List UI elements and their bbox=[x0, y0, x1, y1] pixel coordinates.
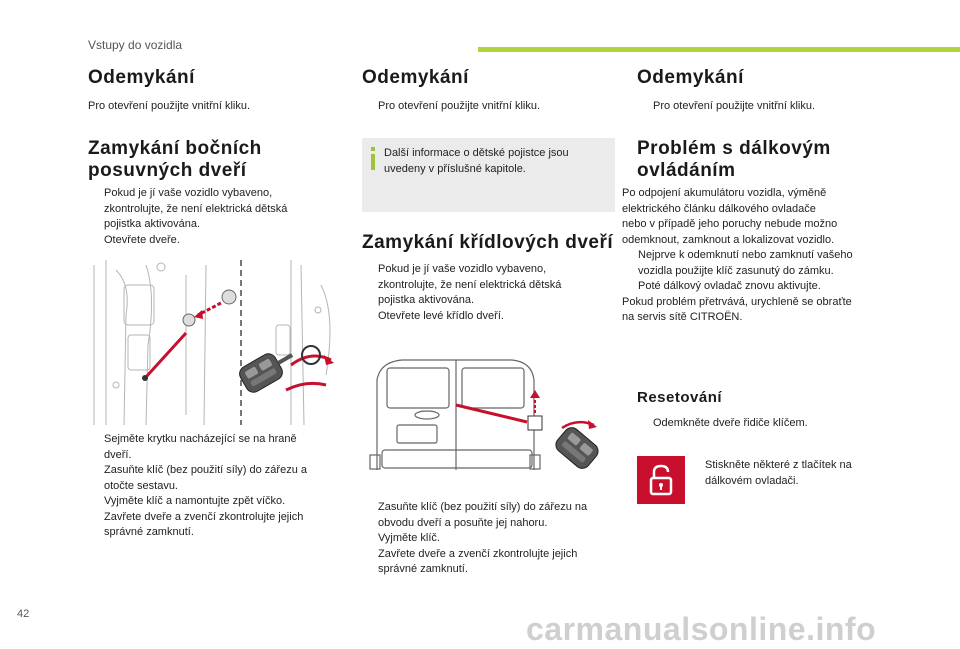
list-item: Otevřete levé křídlo dveří. bbox=[378, 309, 504, 322]
list-item: Pokud je jí vaše vozidlo vybaveno,zkontr… bbox=[378, 263, 562, 306]
unlock-icon bbox=[637, 456, 685, 504]
list-item: Pro otevření použijte vnitřní kliku. bbox=[378, 100, 541, 112]
info-box-child-lock: Další informace o dětské pojistce jsou u… bbox=[362, 138, 615, 212]
info-text-line: Další informace o dětské pojistce jsou bbox=[384, 147, 569, 159]
heading-unlocking-1: Odemykání bbox=[88, 67, 195, 88]
bullet-open-handle-3: Pro otevření použijte vnitřní kliku. bbox=[637, 99, 892, 115]
bullet-reset-1: Odemkněte dveře řidiče klíčem. bbox=[637, 416, 892, 432]
bullet-list-wing-b: Zasuňte klíč (bez použití síly) do zářez… bbox=[362, 500, 617, 578]
list-item: Pokud je jí vaše vozidlo vybaveno,zkontr… bbox=[104, 187, 288, 230]
watermark: carmanualsonline.info bbox=[526, 611, 877, 647]
list-item: Zasuňte klíč (bez použití síly) do zářez… bbox=[378, 501, 588, 529]
page-number: 42 bbox=[17, 608, 30, 620]
list-item: Pro otevření použijte vnitřní kliku. bbox=[653, 100, 816, 112]
info-text-line: uvedeny v příslušné kapitole. bbox=[384, 162, 526, 175]
bullet-list-sliding-a: Pokud je jí vaše vozidlo vybaveno,zkontr… bbox=[88, 186, 343, 248]
heading-unlocking-3: Odemykání bbox=[637, 67, 744, 88]
sliding-door-key-illustration bbox=[93, 260, 334, 426]
text-open-handle-1: Pro otevření použijte vnitřní kliku. bbox=[88, 100, 251, 112]
list-item: Poté dálkový ovladač znovu aktivujte. bbox=[638, 280, 821, 292]
bullet-open-handle-2: Pro otevření použijte vnitřní kliku. bbox=[362, 99, 617, 115]
remote-problem-text: Po odpojení akumulátoru vozidla, výměně … bbox=[622, 186, 890, 326]
section-title: Vstupy do vozidla bbox=[88, 38, 183, 52]
heading-reset: Resetování bbox=[637, 389, 723, 406]
list-item: Vyjměte klíč. bbox=[378, 532, 440, 544]
info-icon bbox=[371, 147, 375, 170]
header-accent-rule bbox=[478, 47, 960, 52]
list-item: Nejprve k odemknutí nebo zamknutí vašeho… bbox=[638, 249, 853, 277]
list-item: Otevřete dveře. bbox=[104, 233, 180, 246]
list-item: Odemkněte dveře řidiče klíčem. bbox=[653, 417, 808, 429]
list-item: Vyjměte klíč a namontujte zpět víčko. bbox=[104, 495, 286, 507]
heading-wing-doors: Zamykání křídlových dveří bbox=[362, 232, 614, 253]
list-item: Zavřete dveře a zvenčí zkontrolujte jeji… bbox=[104, 510, 304, 539]
list-item: Zavřete dveře a zvenčí zkontrolujte jeji… bbox=[378, 547, 578, 576]
bullet-list-wing-a: Pokud je jí vaše vozidlo vybaveno,zkontr… bbox=[362, 262, 617, 324]
list-item: Zasuňte klíč (bez použití síly) do zářez… bbox=[104, 464, 307, 492]
wing-door-key-illustration bbox=[369, 359, 599, 470]
heading-unlocking-2: Odemykání bbox=[362, 67, 469, 88]
